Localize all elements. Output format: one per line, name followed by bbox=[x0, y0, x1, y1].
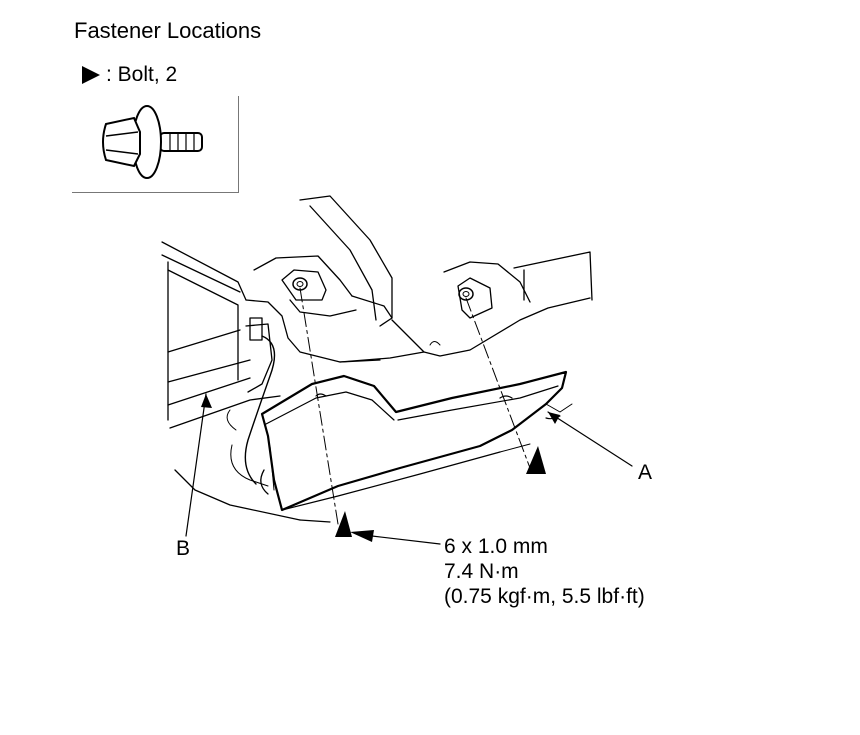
legend-text: : Bolt, 2 bbox=[106, 63, 178, 86]
torque-alt-spec: (0.75 kgf·m, 5.5 lbf·ft) bbox=[444, 585, 645, 608]
under-cover[interactable] bbox=[260, 370, 573, 512]
leader-lines bbox=[185, 393, 633, 545]
callout-b: B bbox=[176, 537, 191, 560]
bolt-size-spec: 6 x 1.0 mm bbox=[444, 535, 548, 558]
harness-wire bbox=[244, 335, 276, 485]
bolt-hole-right bbox=[458, 287, 474, 301]
bolt-icon bbox=[102, 105, 203, 179]
legend-box bbox=[72, 96, 239, 193]
bolt-marker-right bbox=[526, 446, 546, 474]
diagram-title: Fastener Locations bbox=[74, 18, 262, 43]
upper-panel bbox=[253, 195, 593, 363]
torque-spec: 7.4 N·m bbox=[444, 560, 519, 583]
bolt-marker-left bbox=[335, 511, 352, 537]
bolt-location-triangles bbox=[335, 446, 546, 537]
legend: : Bolt, 2 bbox=[80, 63, 177, 87]
bolt-triangle-icon bbox=[82, 66, 100, 84]
callout-a: A bbox=[638, 461, 653, 484]
bolt-axis-lines bbox=[299, 287, 531, 525]
leader-arrowheads bbox=[201, 394, 560, 542]
